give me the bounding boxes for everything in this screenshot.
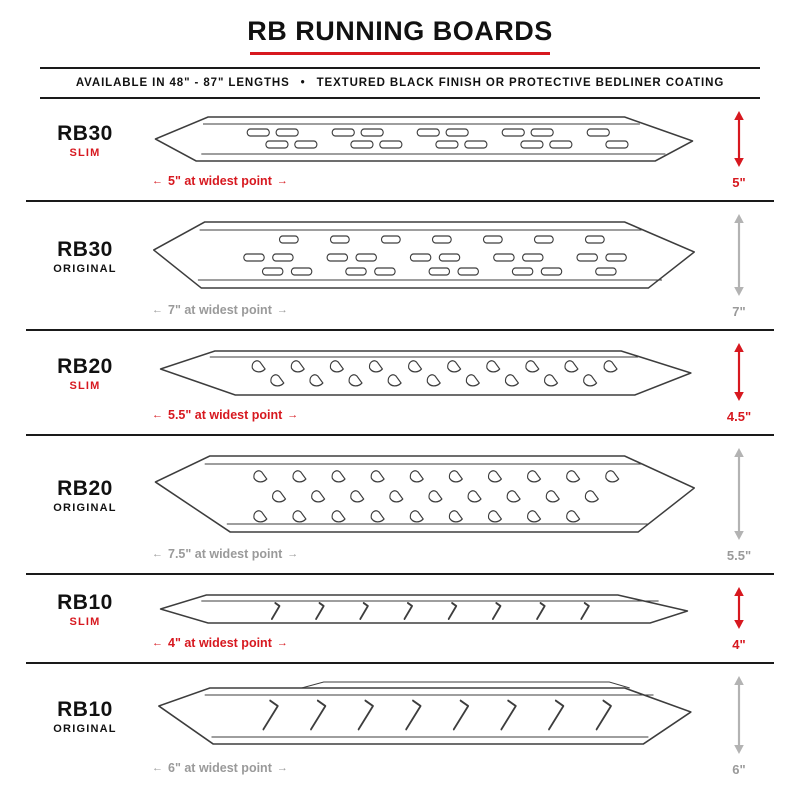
subtitle-left: AVAILABLE IN 48" - 87" LENGTHS (75, 77, 290, 89)
height-arrow-icon (734, 111, 744, 167)
board-row-rb30-original: RB30 ORIGINAL ← 7" at widest point → 7" (26, 202, 774, 331)
subtitle-bar: AVAILABLE IN 48" - 87" LENGTHS • TEXTURED … (40, 67, 760, 99)
width-note: ← 5.5" at widest point → (152, 408, 696, 422)
board-drawing-area: ← 7" at widest point → (152, 214, 696, 317)
model-name: RB30 (57, 122, 113, 145)
board-label: RB30 ORIGINAL (26, 238, 144, 295)
model-name: RB20 (57, 477, 113, 500)
arrow-right-icon: → (276, 761, 288, 774)
board-drawing-rb30-slim (154, 116, 694, 162)
height-measurement: 4.5" (704, 343, 774, 424)
width-note: ← 7" at widest point → (152, 303, 696, 317)
width-note-text: 7.5" at widest point (168, 547, 283, 561)
height-arrow-icon (734, 448, 744, 540)
board-drawing-rb10-original (158, 681, 692, 745)
variant-name: SLIM (69, 147, 101, 159)
width-note-text: 5" at widest point (168, 174, 272, 188)
variant-name: ORIGINAL (53, 502, 117, 514)
width-note: ← 4" at widest point → (152, 636, 696, 650)
width-note: ← 7.5" at widest point → (152, 547, 696, 561)
width-note: ← 5" at widest point → (152, 174, 696, 188)
height-note-text: 4" (732, 637, 746, 652)
arrow-left-icon: ← (152, 174, 163, 187)
subtitle-bullet: • (300, 77, 306, 89)
board-label: RB10 SLIM (26, 591, 144, 648)
height-note-text: 5.5" (726, 548, 752, 563)
arrow-right-icon: → (287, 408, 299, 421)
height-arrow-icon (734, 676, 744, 754)
arrow-right-icon: → (276, 636, 288, 649)
board-row-rb20-original: RB20 ORIGINAL ← 7.5" at widest point → 5.5… (26, 436, 774, 575)
variant-name: ORIGINAL (53, 263, 117, 275)
board-drawing-area: ← 4" at widest point → (152, 587, 696, 650)
height-measurement: 5" (704, 111, 774, 190)
model-name: RB30 (57, 238, 113, 261)
board-row-rb10-original: RB10 ORIGINAL ← 6" at widest point → 6" (26, 664, 774, 787)
board-row-rb10-slim: RB10 SLIM ← 4" at widest point → 4" (26, 575, 774, 664)
arrow-right-icon: → (287, 547, 299, 560)
arrow-left-icon: ← (152, 547, 163, 560)
width-note-text: 7" at widest point (168, 303, 272, 317)
arrow-right-icon: → (276, 174, 288, 187)
board-drawing-area: ← 6" at widest point → (152, 676, 696, 775)
height-note-text: 7" (732, 304, 746, 319)
board-row-rb30-slim: RB30 SLIM ← 5" at widest point → 5" (26, 99, 774, 202)
subtitle-right: TEXTURED BLACK FINISH OR PROTECTIVE BEDL… (316, 77, 725, 89)
board-drawing-rb10-slim (159, 594, 689, 624)
board-label: RB20 ORIGINAL (26, 477, 144, 534)
arrow-left-icon: ← (152, 761, 163, 774)
height-measurement: 4" (704, 587, 774, 652)
height-note-text: 5" (732, 175, 746, 190)
width-note-text: 4" at widest point (168, 636, 272, 650)
board-drawing-rb20-slim (159, 350, 692, 396)
arrow-left-icon: ← (152, 303, 163, 316)
variant-name: SLIM (69, 380, 101, 392)
model-name: RB10 (57, 698, 113, 721)
board-drawing-rb20-original (154, 455, 695, 533)
height-measurement: 6" (704, 676, 774, 777)
variant-name: SLIM (69, 616, 101, 628)
width-note-text: 6" at widest point (168, 761, 272, 775)
arrow-right-icon: → (276, 303, 288, 316)
arrow-left-icon: ← (152, 636, 163, 649)
board-drawing-area: ← 7.5" at widest point → (152, 448, 696, 561)
height-note-text: 4.5" (726, 409, 752, 424)
board-label: RB20 SLIM (26, 355, 144, 412)
title-underline (250, 52, 550, 55)
width-note: ← 6" at widest point → (152, 761, 696, 775)
board-label: RB10 ORIGINAL (26, 698, 144, 755)
board-drawing-rb30-original (153, 221, 695, 289)
board-drawing-area: ← 5.5" at widest point → (152, 343, 696, 422)
height-arrow-icon (734, 214, 744, 296)
height-measurement: 5.5" (704, 448, 774, 563)
height-note-text: 6" (732, 762, 746, 777)
height-arrow-icon (734, 587, 744, 629)
arrow-left-icon: ← (152, 408, 163, 421)
height-arrow-icon (734, 343, 744, 401)
model-name: RB20 (57, 355, 113, 378)
board-label: RB30 SLIM (26, 122, 144, 179)
board-drawing-area: ← 5" at widest point → (152, 111, 696, 188)
height-measurement: 7" (704, 214, 774, 319)
model-name: RB10 (57, 591, 113, 614)
width-note-text: 5.5" at widest point (168, 408, 283, 422)
board-row-rb20-slim: RB20 SLIM ← 5.5" at widest point → 4.5" (26, 331, 774, 436)
page-title: RB RUNNING BOARDS (247, 16, 553, 46)
header: RB RUNNING BOARDS AVAILABLE IN 48" - 87"… (12, 16, 788, 99)
variant-name: ORIGINAL (53, 723, 117, 735)
board-list: RB30 SLIM ← 5" at widest point → 5" RB30 O… (26, 99, 774, 787)
